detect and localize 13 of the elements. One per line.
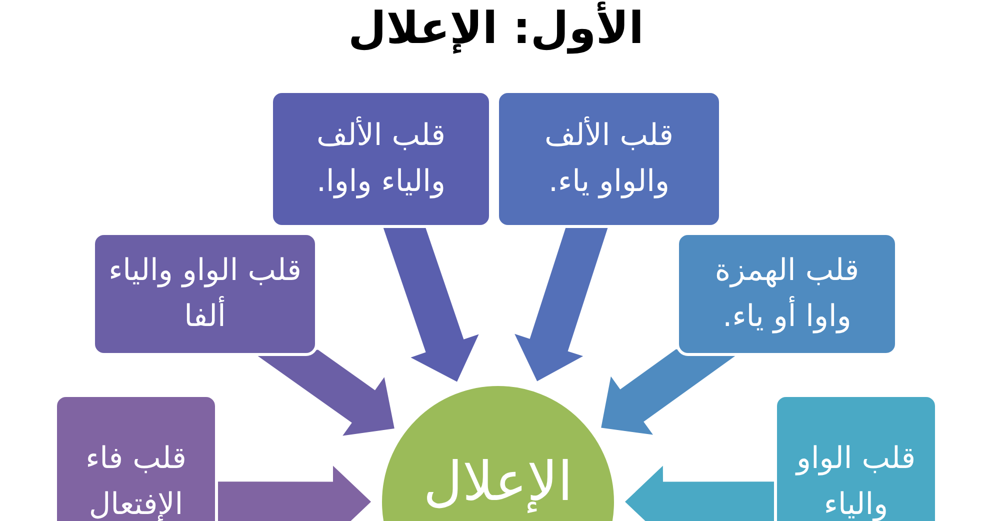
process-box: قلب الواو والياء (774, 394, 938, 521)
process-box: قلب الألف والواو ياء. (496, 90, 722, 228)
process-box: قلب الواو والياء ألفا (92, 232, 318, 356)
block-arrow (625, 466, 774, 521)
block-arrow (383, 228, 479, 382)
block-arrow (218, 466, 371, 521)
title: الأول: الإعلال (348, 2, 644, 56)
process-box: قلب فاء الإفتعال (54, 394, 218, 521)
process-box: قلب الهمزة واوا أو ياء. (676, 232, 898, 356)
process-box: قلب الألف والياء واوا. (270, 90, 492, 228)
block-arrow (514, 228, 608, 382)
block-arrow (258, 350, 394, 436)
block-arrow (601, 349, 736, 435)
